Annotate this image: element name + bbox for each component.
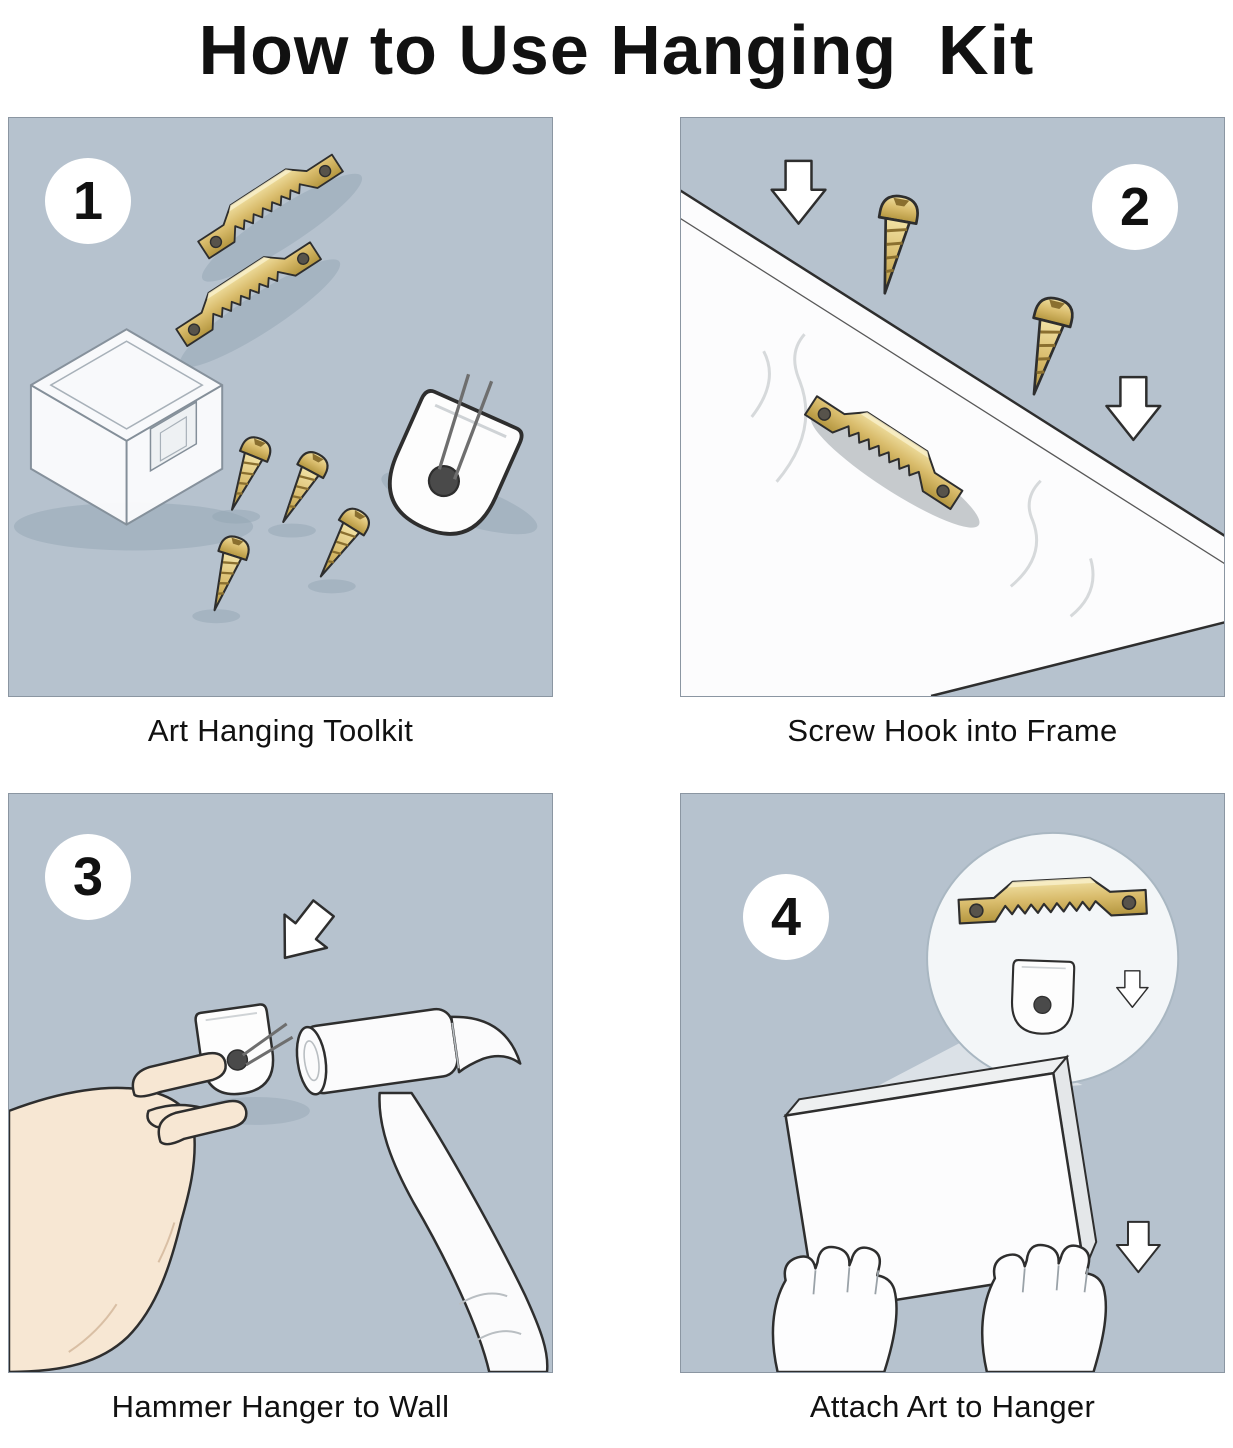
- step-number: 4: [770, 887, 802, 947]
- step-2-panel: 2: [680, 117, 1225, 697]
- screw-icon: [864, 191, 922, 299]
- frame-board-icon: [681, 189, 1224, 696]
- wall-hanger-icon: [372, 373, 527, 552]
- step-1: 1 Art Hanging Toolkit: [8, 117, 553, 749]
- step-number-badge: 3: [45, 834, 131, 920]
- hanging-kit-instructions: How to Use Hanging Kit: [0, 12, 1233, 1425]
- step-4-panel: 4: [680, 793, 1225, 1373]
- step-1-caption: Art Hanging Toolkit: [147, 713, 414, 748]
- toolkit-illustration: [13, 142, 538, 624]
- hands-icon: [771, 1243, 1108, 1372]
- wall-hanger-icon: [193, 1002, 294, 1100]
- hand-icon: [9, 1051, 248, 1372]
- screws-icon: [192, 432, 375, 624]
- step-1-panel: 1: [8, 117, 553, 697]
- page-title: How to Use Hanging Kit: [198, 11, 1035, 89]
- down-arrow-icon: [770, 159, 827, 225]
- step-3: 3 Hammer Hanger to Wall: [8, 793, 553, 1425]
- steps-grid: 1 Art Hanging Toolkit: [0, 117, 1233, 1425]
- magnifier-circle-icon: [926, 831, 1180, 1085]
- attach-art-illustration: [771, 831, 1180, 1372]
- step-3-panel: 3: [8, 793, 553, 1373]
- step-4-caption: Attach Art to Hanger: [809, 1389, 1096, 1424]
- step-3-caption: Hammer Hanger to Wall: [111, 1389, 450, 1424]
- step-number: 3: [72, 847, 104, 907]
- step-2-caption: Screw Hook into Frame: [787, 713, 1118, 748]
- step-number-badge: 4: [743, 874, 829, 960]
- step-number-badge: 1: [45, 158, 131, 244]
- storage-box-icon: [13, 328, 254, 551]
- down-arrow-icon: [1115, 1220, 1161, 1274]
- screw-icon: [1014, 292, 1078, 401]
- step-number: 2: [1119, 177, 1151, 237]
- down-arrow-icon: [1105, 375, 1162, 442]
- step-number: 1: [72, 171, 104, 231]
- wall-hanger-icon: [1009, 958, 1076, 1036]
- hammer-icon: [295, 1007, 549, 1372]
- step-4: 4 Attach Art to Hanger: [680, 793, 1225, 1425]
- step-2: 2 Screw Hook into Frame: [680, 117, 1225, 749]
- screw-into-frame-illustration: [681, 159, 1224, 696]
- down-arrow-icon: [262, 890, 346, 976]
- step-number-badge: 2: [1092, 164, 1178, 250]
- hammer-to-wall-illustration: [9, 890, 549, 1372]
